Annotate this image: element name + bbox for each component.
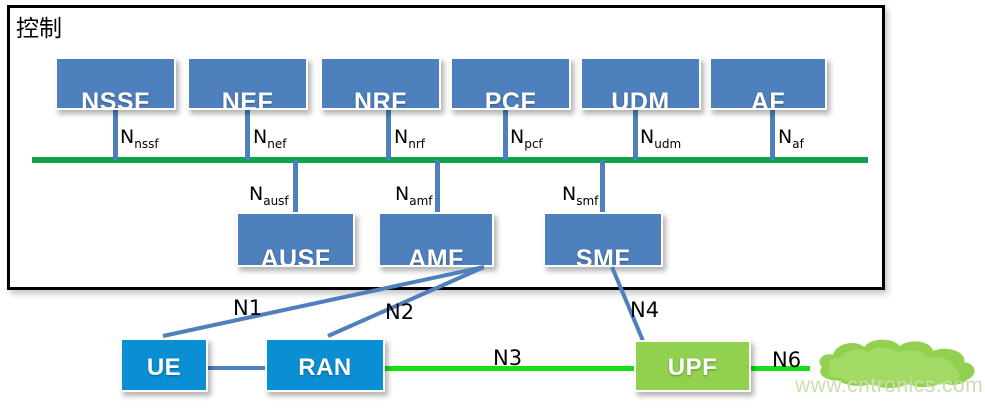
stem-amf: [435, 160, 440, 215]
nf-label-upf: UPF: [667, 354, 718, 381]
interface-suffix: pcf: [524, 136, 543, 151]
nf-box-nrf[interactable]: NRF: [320, 57, 441, 110]
nf-box-amf[interactable]: AMF: [378, 212, 494, 267]
interface-suffix: nrf: [408, 136, 425, 151]
stem-af: [770, 110, 775, 160]
nf-label-ue: UE: [146, 354, 182, 381]
stem-nssf: [113, 110, 118, 160]
interface-prefix: N: [395, 183, 410, 205]
nf-box-nef[interactable]: NEF: [187, 57, 308, 110]
nf-label-amf: AMF: [408, 245, 464, 267]
stem-ausf: [293, 160, 298, 215]
nf-label-nssf: NSSF: [81, 88, 150, 110]
nf-box-upf[interactable]: UPF: [634, 340, 751, 392]
data-network-cloud: [816, 336, 978, 391]
nf-box-ue[interactable]: UE: [120, 338, 208, 392]
interface-label-udm: Nudm: [640, 128, 681, 150]
interface-label-nrf: Nnrf: [394, 128, 425, 150]
nf-label-udm: UDM: [611, 88, 670, 110]
reference-label-n3: N3: [493, 346, 523, 370]
interface-suffix: udm: [654, 136, 682, 151]
interface-prefix: N: [640, 126, 655, 148]
interface-suffix: ausf: [263, 193, 289, 208]
interface-label-nef: Nnef: [253, 128, 286, 150]
interface-suffix: nssf: [134, 136, 159, 151]
link-n3: [385, 366, 635, 371]
interface-suffix: smf: [576, 193, 599, 208]
interface-label-af: Naf: [778, 128, 804, 150]
nf-label-smf: SMF: [575, 245, 631, 267]
nf-box-udm[interactable]: UDM: [580, 57, 701, 110]
stem-smf: [600, 160, 605, 215]
reference-label-n1: N1: [233, 296, 263, 320]
nf-label-pcf: PCF: [484, 88, 537, 110]
interface-label-pcf: Npcf: [510, 128, 543, 150]
interface-prefix: N: [510, 126, 525, 148]
interface-suffix: af: [792, 136, 804, 151]
nf-label-ausf: AUSF: [260, 245, 331, 267]
nf-box-nssf[interactable]: NSSF: [55, 57, 176, 110]
interface-label-nssf: Nnssf: [120, 128, 159, 150]
reference-label-n2: N2: [385, 300, 415, 324]
interface-suffix: amf: [409, 193, 433, 208]
service-based-bus: [32, 157, 868, 163]
interface-prefix: N: [249, 183, 264, 205]
link-n6: [750, 366, 810, 371]
interface-prefix: N: [778, 126, 793, 148]
nf-box-ausf[interactable]: AUSF: [236, 212, 355, 267]
nf-box-af[interactable]: AF: [709, 57, 827, 110]
interface-suffix: nef: [267, 136, 287, 151]
reference-label-n6: N6: [772, 348, 802, 372]
nf-label-af: AF: [750, 88, 786, 110]
nf-box-ran[interactable]: RAN: [265, 338, 385, 392]
interface-prefix: N: [394, 126, 409, 148]
stem-nrf: [386, 110, 391, 160]
cloud-shape: [816, 336, 978, 391]
interface-prefix: N: [562, 183, 577, 205]
link-ue-ran: [208, 366, 266, 370]
interface-label-smf: Nsmf: [562, 185, 598, 207]
interface-label-amf: Namf: [395, 185, 433, 207]
interface-prefix: N: [120, 126, 135, 148]
interface-prefix: N: [253, 126, 268, 148]
nf-label-nrf: NRF: [354, 88, 407, 110]
interface-label-ausf: Nausf: [249, 185, 289, 207]
watermark: www.cntronics.com: [795, 374, 984, 397]
nf-box-smf[interactable]: SMF: [543, 212, 663, 267]
nf-box-pcf[interactable]: PCF: [450, 57, 571, 110]
nf-label-nef: NEF: [221, 88, 274, 110]
stem-nef: [245, 110, 250, 160]
control-plane-title: 控制: [16, 16, 62, 42]
stem-pcf: [503, 110, 508, 160]
nf-label-ran: RAN: [298, 354, 352, 381]
stem-udm: [633, 110, 638, 160]
reference-label-n4: N4: [630, 298, 660, 322]
